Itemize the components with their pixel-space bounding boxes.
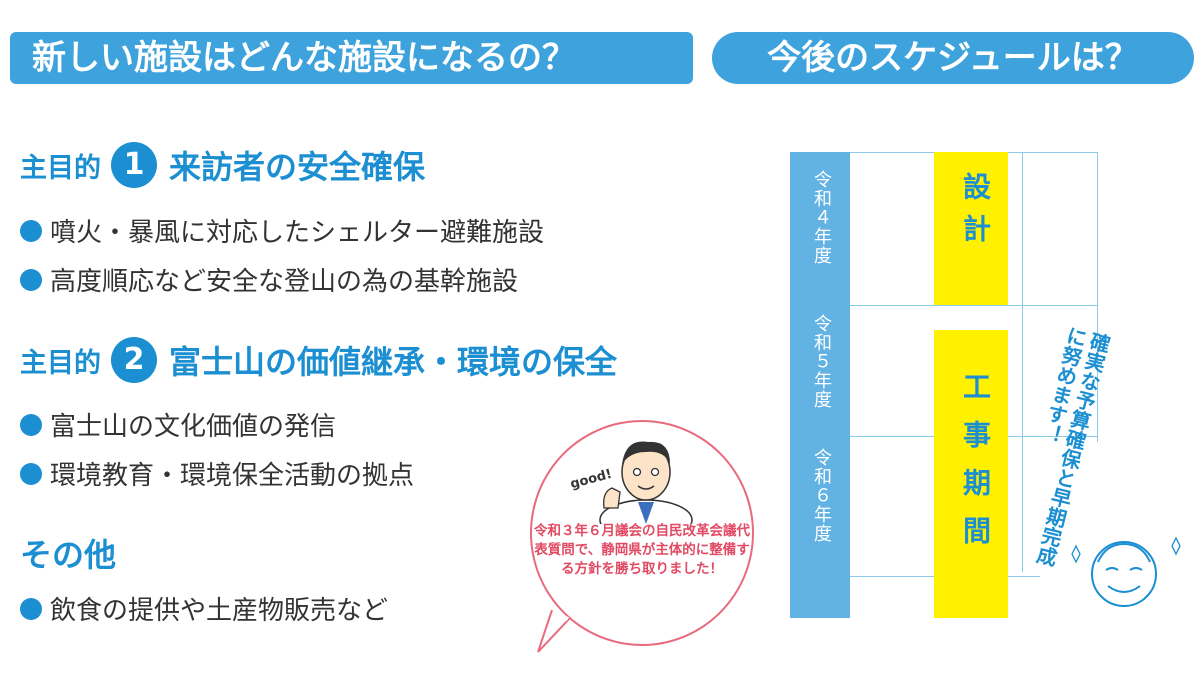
list-item: 飲食の提供や土産物販売など [20,590,388,627]
section-title-schedule: 今後のスケジュールは？ [712,32,1194,84]
list-item-text: 高度順応など安全な登山の為の基幹施設 [50,267,519,297]
politician-illustration-icon [599,441,693,524]
list-item-text: 富士山の文化価値の発信 [50,412,337,442]
goal-number-badge: 1 [111,142,157,188]
bubble-message: 令和３年６月議会の自民改革会議代表質問で、静岡県が主体的に整備する方針を勝ち取り… [534,523,750,577]
year-label-r5: 令和５年度 [811,314,832,409]
grid-line [790,305,1098,306]
bullet-dot-icon [20,268,42,291]
list-item-text: 噴火・暴風に対応したシェルター避難施設 [50,218,545,248]
list-item: 富士山の文化価値の発信 [20,406,336,443]
list-item: 噴火・暴風に対応したシェルター避難施設 [20,212,544,249]
goal-2-heading: 主目的 2 富士山の価値継承・環境の保全 [20,337,617,383]
list-item-text: 飲食の提供や土産物販売など [50,596,389,626]
design-label: 設計 [959,172,992,256]
goal-number-badge: 2 [111,337,157,383]
design-period-bar [934,152,1008,305]
year-label-r6: 令和６年度 [811,448,832,543]
goal-title: 来訪者の安全確保 [169,148,426,186]
grid-line [790,576,1040,577]
list-item: 環境教育・環境保全活動の拠点 [20,455,414,492]
grid-line [1097,152,1098,442]
bullet-dot-icon [20,219,42,242]
bullet-dot-icon [20,413,42,436]
grid-line [1022,152,1023,572]
fiscal-year-column [790,152,850,618]
construction-period-bar [934,330,1008,618]
smiling-face-icon [1071,536,1181,607]
other-heading: その他 [20,536,117,574]
year-label-r4: 令和４年度 [811,170,832,265]
construction-label: 工事期間 [959,372,992,564]
bullet-dot-icon [20,462,42,485]
goal-1-heading: 主目的 1 来訪者の安全確保 [20,142,425,188]
goal-label: 主目的 [20,347,101,379]
section-title-facility: 新しい施設はどんな施設になるの？ [10,32,693,84]
list-item-text: 環境教育・環境保全活動の拠点 [50,461,415,491]
bubble-tail-icon [537,610,571,653]
goal-title: 富士山の価値継承・環境の保全 [169,343,618,381]
bullet-dot-icon [20,597,42,620]
goal-label: 主目的 [20,152,101,184]
list-item: 高度順応など安全な登山の為の基幹施設 [20,261,518,298]
